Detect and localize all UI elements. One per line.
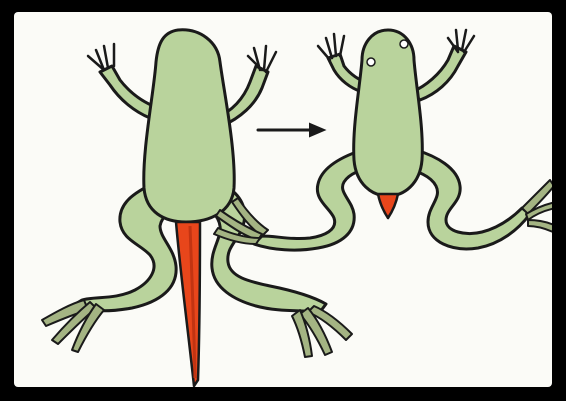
right-frog-tail-stub — [378, 194, 398, 218]
right-frog-right-arm — [412, 46, 466, 100]
right-frog-body — [354, 30, 423, 196]
metamorphosis-illustration — [14, 12, 552, 387]
left-frog-body — [144, 30, 234, 222]
left-frog-tail — [176, 222, 200, 386]
young-frog — [254, 30, 530, 250]
arrow-right-icon — [258, 124, 324, 136]
diagram-panel — [14, 12, 552, 387]
